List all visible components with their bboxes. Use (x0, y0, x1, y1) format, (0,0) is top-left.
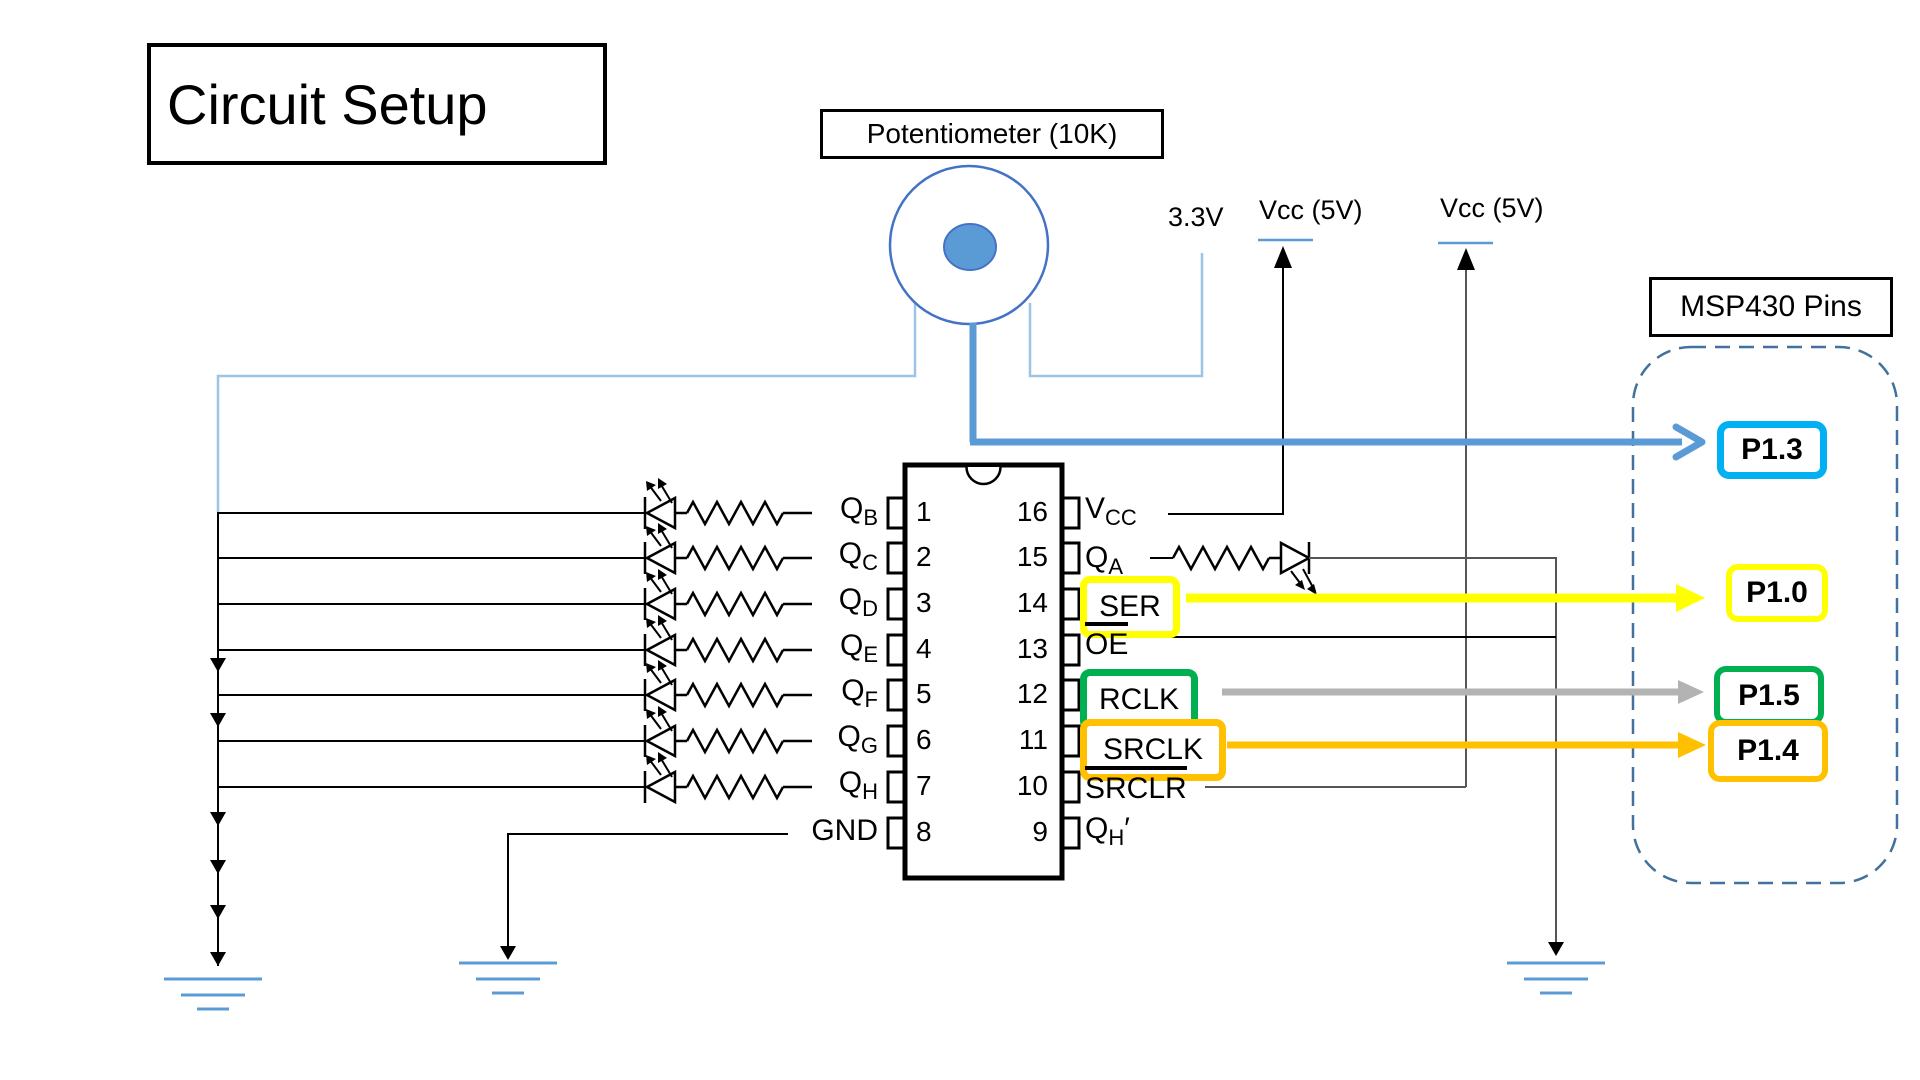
slide-title: Circuit Setup (147, 43, 607, 165)
pin-number-11: 11 (1018, 724, 1048, 755)
pin-label-vcc: VCC (1085, 492, 1137, 530)
pin-number-7: 7 (916, 770, 932, 801)
pin-number-15: 15 (1016, 541, 1048, 572)
srclk-arrow-to-p14 (1227, 732, 1706, 758)
pin-number-13: 13 (1016, 633, 1048, 664)
pin-label-qe: QE (839, 629, 878, 667)
rail-vcc2-label: Vcc (5V) (1440, 193, 1544, 223)
potentiometer-label: Potentiometer (10K) (820, 109, 1164, 159)
ground-symbol-right (1505, 961, 1607, 995)
pin-number-12: 12 (1016, 678, 1048, 709)
pot-left-terminal-wire (216, 303, 917, 512)
pin-number-10: 10 (1016, 770, 1048, 801)
pin-number-4: 4 (916, 633, 932, 664)
right-ground-arrowhead (1548, 942, 1564, 956)
pin-number-2: 2 (916, 541, 932, 572)
ground-symbol-center (457, 961, 559, 995)
ic-notch (965, 466, 1002, 486)
vcc1-arrowhead (1274, 246, 1292, 268)
wiper-arrow-to-p13 (969, 323, 1706, 461)
pin-label-ser-highlight: SER (1080, 576, 1180, 638)
msp-pin-p1-3: P1.3 (1717, 421, 1827, 479)
pin-number-1: 1 (916, 496, 932, 527)
pin-label-gnd: GND (811, 814, 878, 847)
ser-arrow-to-p10 (1186, 584, 1705, 612)
gnd-wire-arrowhead (500, 946, 516, 960)
pin-number-5: 5 (916, 678, 932, 709)
pin-label-qh-prime: QH′ (1085, 812, 1130, 850)
pin-number-9: 9 (1032, 816, 1048, 847)
gnd-pin-wire (507, 833, 788, 946)
slide-title-text: Circuit Setup (167, 72, 488, 136)
pin-label-oe: OE (1085, 622, 1129, 662)
msp430-dashed-box (1631, 345, 1899, 885)
msp430-pins-title: MSP430 Pins (1649, 277, 1893, 337)
pot-right-terminal-wire-to-3v3 (1028, 253, 1204, 378)
led-rows (218, 476, 814, 805)
msp-pin-p1-4: P1.4 (1708, 720, 1828, 782)
rail-vcc1-label: Vcc (5V) (1259, 195, 1363, 225)
pin-label-srclr: SRCLR (1085, 766, 1187, 806)
pin-label-qb: QB (839, 492, 878, 530)
pin-number-8: 8 (916, 816, 932, 847)
pin-label-qa: QA (1085, 541, 1124, 579)
qa-output-chain (1150, 540, 1557, 944)
pin-label-qc: QC (838, 537, 878, 575)
rail-3v3-label: 3.3V (1168, 202, 1224, 232)
ground-symbol-left (162, 977, 264, 1011)
pin-label-qg: QG (837, 720, 878, 758)
vcc-pin-wire (1168, 266, 1284, 515)
pin-number-16: 16 (1016, 496, 1048, 527)
pin-label-qh: QH (838, 766, 878, 804)
pin-number-3: 3 (916, 587, 932, 618)
potentiometer-knob[interactable] (943, 223, 997, 271)
pin-label-srclk-highlight: SRCLK (1080, 719, 1226, 781)
vcc2-arrowhead (1457, 248, 1475, 270)
pin-number-6: 6 (916, 724, 932, 755)
msp-pin-p1-5: P1.5 (1714, 666, 1824, 725)
ic-body (902, 462, 1065, 881)
msp-pin-p1-0: P1.0 (1726, 564, 1828, 622)
pin-number-14: 14 (1016, 587, 1048, 618)
pin-label-qd: QD (838, 583, 878, 621)
rclk-arrow-to-p15 (1222, 680, 1704, 704)
pin-label-qf: QF (841, 674, 878, 712)
